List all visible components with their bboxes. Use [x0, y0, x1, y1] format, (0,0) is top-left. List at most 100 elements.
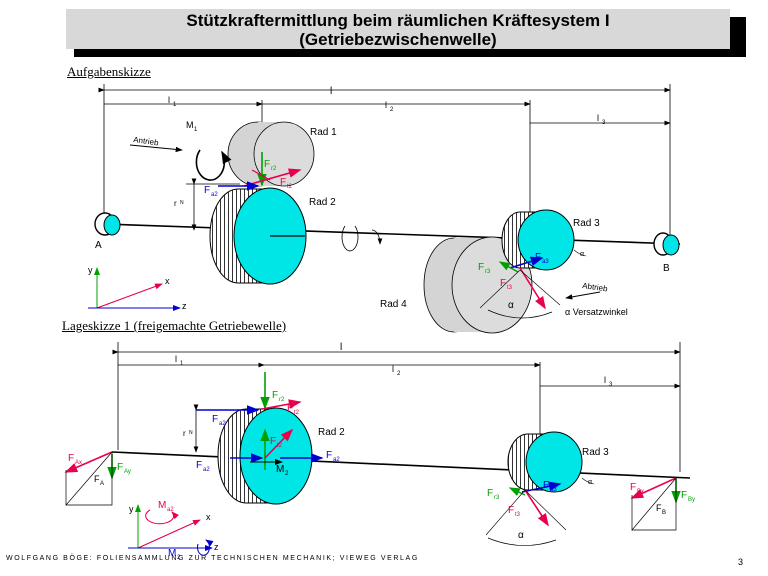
- label-fa2-top-sub: a2: [211, 192, 218, 198]
- label-rad3-bottom: Rad 3: [582, 447, 609, 458]
- axis-y-bottom: y: [129, 504, 134, 514]
- label-fa2-right-sub: a2: [333, 457, 340, 463]
- axis-x-top: x: [165, 276, 170, 286]
- label-alpha-small-bottom: α: [588, 479, 592, 486]
- alpha-leg-2-bottom: [524, 489, 567, 531]
- dim-l2-sub-top: 2: [390, 107, 394, 113]
- label-m2: M: [276, 464, 284, 475]
- dimension-lines-top: [98, 84, 671, 235]
- label-rn-bottom-sub: N: [189, 430, 193, 436]
- alpha-leg-2-top: [519, 269, 561, 306]
- axis-z-bottom: z: [214, 542, 219, 552]
- label-ma2: M: [158, 500, 166, 511]
- dim-l2-bottom: l: [392, 364, 394, 374]
- label-ft2-top: F: [280, 177, 286, 188]
- label-fr3-bottom: F: [487, 488, 493, 499]
- label-rad3-top: Rad 3: [573, 218, 600, 229]
- force-fr3-bottom: [508, 487, 526, 496]
- label-a-top: A: [95, 240, 102, 251]
- dim-l3-sub-top: 3: [602, 120, 606, 126]
- dim-l1-sub-bottom: 1: [180, 361, 184, 367]
- force-ft3-bottom: [524, 489, 549, 527]
- label-m2-moment: M: [168, 548, 176, 559]
- dim-l1-bottom: l: [175, 354, 177, 364]
- dim-l-top: l: [330, 86, 332, 97]
- label-rad1: Rad 1: [310, 127, 337, 138]
- force-fr3-top: [498, 261, 519, 273]
- force-fa3-bottom: [521, 481, 562, 493]
- force-fa3-top: [509, 256, 544, 269]
- rotation-arrow-icon: [371, 229, 383, 245]
- bearing-b: [653, 232, 680, 256]
- wheel-rad2: [209, 187, 307, 285]
- label-rad2: Rad 2: [309, 197, 336, 208]
- alpha-leg-1-bottom: [485, 489, 526, 536]
- axis-z-top: z: [182, 301, 187, 311]
- label-versatzwinkel: α Versatzwinkel: [565, 307, 628, 317]
- label-fr2-top: F: [264, 159, 270, 170]
- force-ft2-aux: [251, 169, 271, 181]
- alpha-arc-bottom: [487, 537, 557, 546]
- label-fa2-center: F: [196, 460, 202, 471]
- section-title-free-body: Lageskizze 1 (freigemachte Getriebewelle…: [62, 318, 287, 333]
- label-fby: F: [681, 490, 687, 501]
- label-rad4: Rad 4: [380, 299, 407, 310]
- label-fbx: F: [630, 482, 636, 493]
- label-alpha-top: α: [508, 300, 514, 311]
- shaft-top: [103, 223, 681, 245]
- antrieb-arrow-icon: [129, 144, 183, 153]
- label-fr3-top-sub: r3: [485, 269, 491, 275]
- label-ft3-bottom: F: [508, 505, 514, 516]
- label-rn-top: r: [174, 199, 177, 208]
- dimension-lines-bottom: [112, 342, 681, 472]
- section-title-sketch: Aufgabenskizze: [67, 64, 151, 79]
- label-fr2-bottom-sub: r2: [279, 397, 285, 403]
- abtrieb-arrow-icon: [565, 291, 601, 300]
- support-a-forces: [64, 451, 117, 506]
- coordinate-system-bottom: [128, 504, 214, 556]
- label-ft3-top: F: [500, 278, 506, 289]
- label-fa3-top-sub: a3: [542, 259, 549, 265]
- label-abtrieb: Abtrieb: [582, 281, 609, 294]
- label-fa2-right: F: [326, 450, 332, 461]
- label-rad2-bottom: Rad 2: [318, 427, 345, 438]
- label-fr3-bottom-sub: r3: [494, 495, 500, 501]
- shaft-bottom: [111, 451, 691, 479]
- label-m1-sub: 1: [194, 127, 198, 133]
- label-fb: F: [656, 503, 662, 513]
- dim-l1-sub-top: 1: [173, 102, 177, 108]
- label-fr2-bottom: F: [272, 390, 278, 401]
- label-fr3-top: F: [478, 262, 484, 273]
- rotation-icon: [341, 225, 359, 252]
- label-ft2-center-sub: t2: [277, 443, 283, 449]
- wheel-rad1: [227, 121, 315, 187]
- force-ft2-center: [264, 428, 294, 459]
- wheel-rad4: [423, 236, 533, 334]
- label-fa: F: [94, 474, 100, 484]
- label-fa2-bottom: F: [212, 414, 218, 425]
- alpha-leg-1-top: [479, 269, 521, 309]
- label-fa2-center-sub: a2: [203, 467, 210, 473]
- wheel-rad3-bottom: [507, 431, 583, 493]
- label-fbx-sub: Bx: [637, 489, 644, 495]
- footer-credit: WOLFGANG BÖGE: FOLIENSAMMLUNG ZUR TECHNI…: [6, 555, 419, 562]
- label-b-top: B: [663, 263, 670, 274]
- label-fby-sub: By: [688, 497, 695, 503]
- label-fay-sub: Ay: [124, 469, 131, 475]
- angle-arc-top: [573, 249, 587, 257]
- axis-y-top: y: [88, 265, 93, 275]
- title-line-2: (Getriebezwischenwelle): [299, 30, 497, 49]
- label-fa-sub: A: [100, 481, 104, 487]
- dim-l-bottom: l: [340, 342, 342, 353]
- force-ft2-bottom: [261, 399, 302, 410]
- label-m2-moment-sub: 2: [177, 555, 181, 561]
- label-ft3-bottom-sub: t3: [515, 512, 521, 518]
- label-antrieb: Antrieb: [133, 135, 160, 148]
- label-fax: F: [68, 453, 74, 464]
- dim-l2-sub-bottom: 2: [397, 371, 401, 377]
- label-fb-sub: B: [662, 510, 666, 516]
- label-rn-top-sub: N: [180, 200, 184, 206]
- wheel-rad2-bottom: [217, 407, 313, 505]
- bearing-a: [94, 212, 121, 236]
- label-fa3-bottom: F: [543, 480, 549, 491]
